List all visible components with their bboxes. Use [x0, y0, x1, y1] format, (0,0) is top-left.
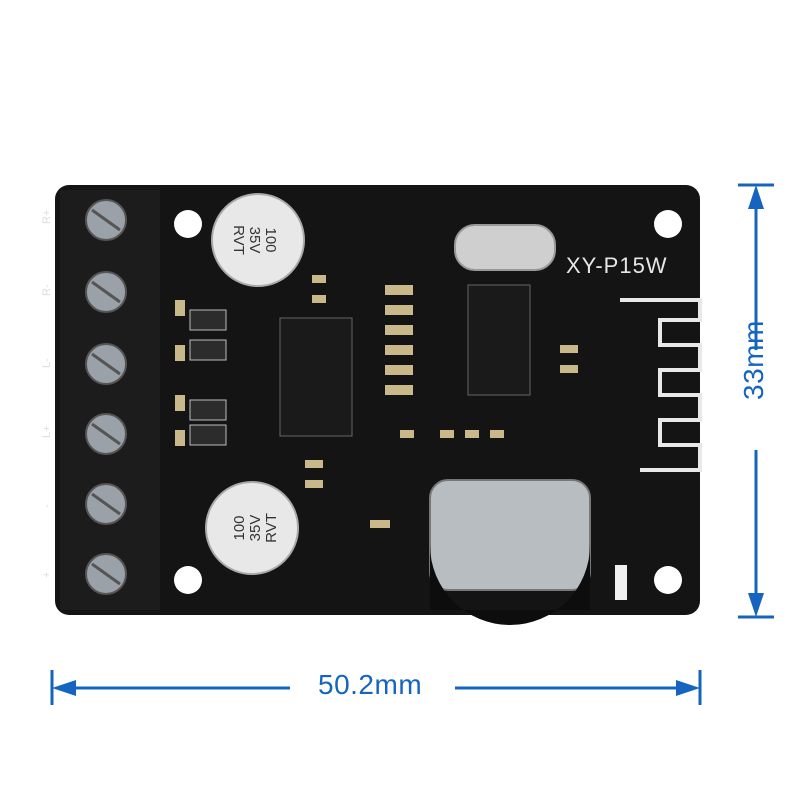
led-indicator	[615, 565, 627, 600]
height-dimension-line	[738, 183, 774, 619]
terminal-label-3: L-	[41, 358, 53, 368]
svg-text:100: 100	[262, 227, 279, 252]
capacitor-top: 100 35V RVT	[211, 193, 305, 287]
antenna-trace	[620, 298, 702, 472]
terminal-label-2: R-	[41, 284, 53, 296]
height-dimension-label: 33mm	[738, 320, 769, 400]
svg-text:35V: 35V	[246, 227, 263, 254]
crystal-oscillator	[454, 224, 556, 271]
svg-text:RVT: RVT	[230, 225, 247, 255]
width-dimension-line	[50, 670, 702, 705]
terminal-label-6: +	[41, 572, 53, 578]
amplifier-chip	[279, 317, 353, 437]
smd-components	[175, 275, 578, 528]
inductors	[189, 309, 227, 446]
mounting-hole-top-left	[174, 210, 202, 238]
mounting-hole-top-right	[654, 210, 682, 238]
mounting-hole-bottom-left	[174, 566, 202, 594]
terminal-screws	[85, 199, 127, 595]
terminal-block	[60, 190, 160, 610]
terminal-labels: R+ R- L- L+ - +	[41, 210, 53, 578]
mounting-hole-bottom-right	[654, 566, 682, 594]
terminal-label-1: R+	[41, 210, 53, 224]
board-model-label: XY-P15W	[566, 253, 668, 278]
svg-text:35V: 35V	[247, 515, 264, 542]
svg-text:100: 100	[231, 515, 248, 540]
bluetooth-chip	[467, 284, 531, 396]
terminal-label-4: L+	[41, 425, 53, 438]
svg-text:RVT: RVT	[263, 513, 280, 543]
terminal-label-5: -	[41, 504, 53, 508]
capacitor-bottom: 100 35V RVT	[205, 481, 299, 575]
width-dimension-label: 50.2mm	[318, 669, 423, 700]
volume-potentiometer	[429, 479, 591, 591]
